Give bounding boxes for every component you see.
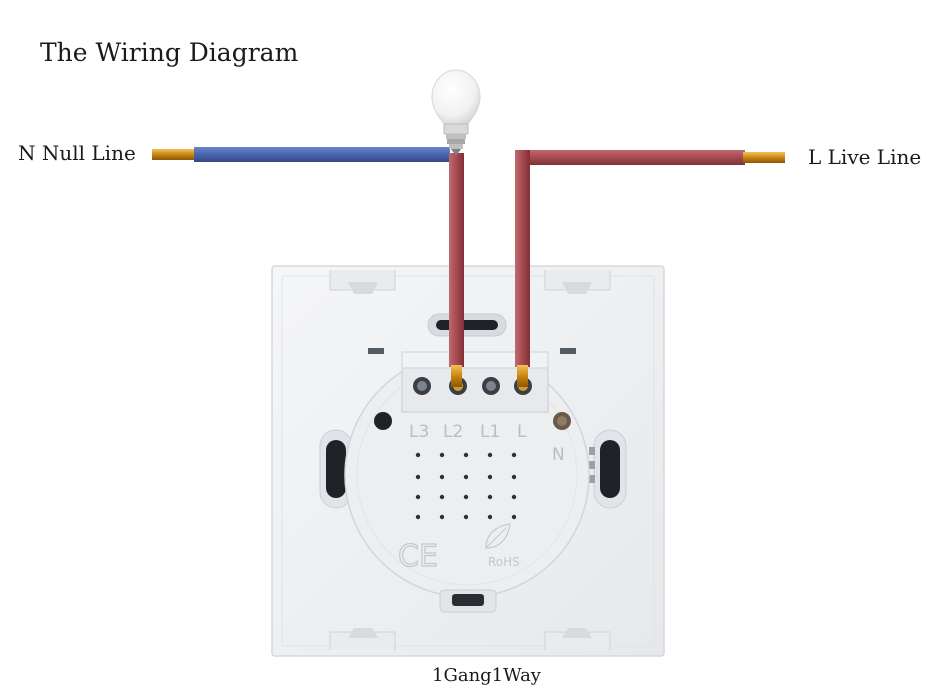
terminal-label-l2: L2 — [443, 422, 463, 442]
terminal-label-n: N — [552, 445, 565, 465]
load-wire — [449, 153, 464, 387]
dot-grid — [415, 452, 517, 520]
terminal-screw-l1 — [482, 377, 500, 395]
null-wire — [152, 147, 450, 162]
terminal-label-l: L — [517, 422, 527, 442]
rohs-leaf-icon — [485, 523, 511, 549]
rohs-mark: RoHS — [488, 555, 520, 569]
diagram-title: The Wiring Diagram — [40, 38, 299, 67]
live-wire — [515, 150, 785, 387]
light-bulb-icon — [431, 69, 481, 156]
switch-type-caption: 1Gang1Way — [432, 665, 541, 686]
null-line-label: N Null Line — [18, 141, 136, 165]
ce-mark: CE — [398, 539, 438, 574]
terminal-screw-l3 — [413, 377, 431, 395]
live-line-label: L Live Line — [808, 145, 922, 169]
terminal-label-l1: L1 — [480, 422, 500, 442]
terminal-label-l3: L3 — [409, 422, 429, 442]
